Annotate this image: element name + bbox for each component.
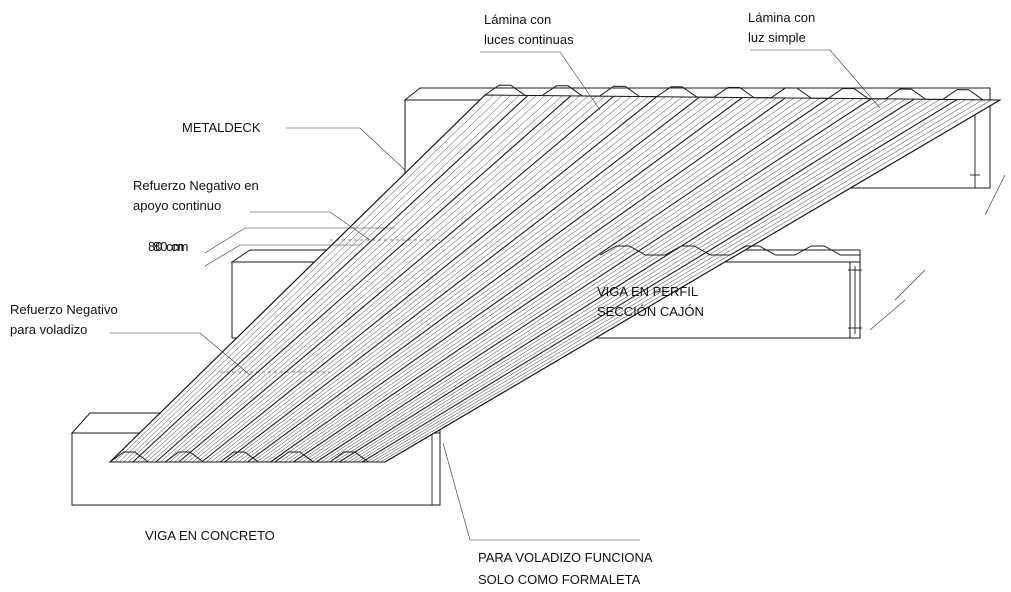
deck-rib-line bbox=[302, 98, 846, 463]
metaldeck-sheet bbox=[108, 84, 1002, 463]
deck-rib-line bbox=[270, 97, 786, 463]
deck-rib-line bbox=[238, 97, 726, 463]
label-metaldeck: METALDECK bbox=[182, 120, 261, 135]
deck-rib-line bbox=[329, 98, 898, 463]
deck-rib-line bbox=[206, 96, 666, 463]
deck-rib-line bbox=[375, 99, 983, 463]
deck-rib-line bbox=[109, 94, 486, 463]
deck-front-profile bbox=[109, 451, 385, 463]
label-refuerzo-voladizo-1: Refuerzo Negativo bbox=[10, 302, 118, 317]
deck-rib-line bbox=[288, 98, 820, 463]
deck-rib-line bbox=[146, 95, 554, 463]
deck-rib-line bbox=[334, 98, 906, 463]
label-lamina-simple-1: Lámina con bbox=[748, 10, 815, 25]
deck-rib-line bbox=[311, 98, 863, 463]
deck-rib-line bbox=[224, 96, 700, 463]
label-dimension-a: 80 cm bbox=[148, 239, 183, 254]
deck-rib-line bbox=[114, 94, 494, 463]
deck-rib-line bbox=[361, 99, 958, 463]
deck-mid-profile bbox=[599, 245, 860, 256]
deck-rib-line bbox=[215, 96, 683, 463]
deck-rib-line bbox=[315, 98, 872, 463]
deck-rib-line bbox=[196, 96, 649, 463]
deck-rib-line bbox=[284, 97, 812, 463]
labels: Lámina con luces continuas Lámina con lu… bbox=[10, 10, 815, 587]
deck-rib-line bbox=[233, 97, 717, 463]
deck-rib-line bbox=[366, 99, 966, 463]
deck-rib-line bbox=[352, 99, 941, 463]
deck-rib-line bbox=[306, 98, 855, 463]
deck-rib-line bbox=[247, 97, 743, 463]
label-refuerzo-apoyo-1: Refuerzo Negativo en bbox=[133, 178, 259, 193]
label-dimension-b: 80 cm bbox=[153, 239, 188, 254]
deck-rib-line bbox=[174, 95, 606, 463]
deck-rib-line bbox=[251, 97, 752, 463]
deck-rib-line bbox=[132, 95, 529, 463]
deck-rib-line bbox=[155, 95, 572, 463]
deck-rib-line bbox=[160, 95, 580, 463]
deck-rib-line bbox=[210, 96, 674, 463]
label-voladizo-2: SOLO COMO FORMALETA bbox=[478, 572, 641, 587]
deck-back-profile bbox=[484, 84, 1001, 101]
deck-rib-line bbox=[137, 95, 537, 463]
deck-rib-line bbox=[371, 99, 975, 463]
deck-rib-line bbox=[151, 95, 563, 463]
deck-rib-line bbox=[201, 96, 658, 463]
label-viga-perfil-2: SECCIÓN CAJÓN bbox=[597, 304, 704, 319]
deck-rib-line bbox=[274, 97, 795, 463]
deck-rib-line bbox=[164, 95, 589, 463]
deck-rib-line bbox=[242, 97, 735, 463]
deck-rib-line bbox=[128, 95, 520, 463]
label-lamina-continua-1: Lámina con bbox=[484, 12, 551, 27]
deck-rib-line bbox=[229, 96, 709, 463]
deck-rib-line bbox=[265, 97, 777, 463]
deck-rib-line bbox=[183, 96, 623, 463]
label-refuerzo-apoyo-2: apoyo continuo bbox=[133, 198, 221, 213]
deck-rib-line bbox=[178, 95, 615, 463]
label-refuerzo-voladizo-2: para voladizo bbox=[10, 322, 87, 337]
deck-rib-line bbox=[279, 97, 803, 463]
break-lines bbox=[869, 174, 1006, 331]
deck-rib-line bbox=[119, 95, 503, 463]
label-voladizo-1: PARA VOLADIZO FUNCIONA bbox=[478, 550, 653, 565]
label-viga-perfil-1: VIGA EN PERFIL bbox=[597, 284, 698, 299]
leader-lines bbox=[110, 49, 881, 541]
deck-rib-line bbox=[123, 95, 511, 463]
label-viga-concreto: VIGA EN CONCRETO bbox=[145, 528, 275, 543]
deck-rib-line bbox=[219, 96, 692, 463]
deck-rib-line bbox=[384, 99, 1001, 463]
deck-rib-line bbox=[256, 97, 760, 463]
label-lamina-continua-2: luces continuas bbox=[484, 32, 574, 47]
deck-rib-line bbox=[348, 99, 932, 463]
deck-rib-line bbox=[380, 99, 992, 463]
deck-rib-line bbox=[325, 98, 889, 463]
deck-rib-line bbox=[192, 96, 640, 463]
deck-rib-line bbox=[169, 95, 597, 463]
deck-rib-line bbox=[261, 97, 769, 463]
deck-rib-line bbox=[338, 98, 915, 463]
deck-rib-line bbox=[141, 95, 546, 463]
deck-rib-line bbox=[343, 99, 923, 463]
deck-rib-line bbox=[320, 98, 880, 463]
deck-rib-line bbox=[297, 98, 838, 463]
label-lamina-simple-2: luz simple bbox=[748, 30, 806, 45]
deck-rib-line bbox=[293, 97, 829, 463]
deck-rib-line bbox=[357, 99, 949, 463]
deck-rib-line bbox=[187, 96, 632, 463]
